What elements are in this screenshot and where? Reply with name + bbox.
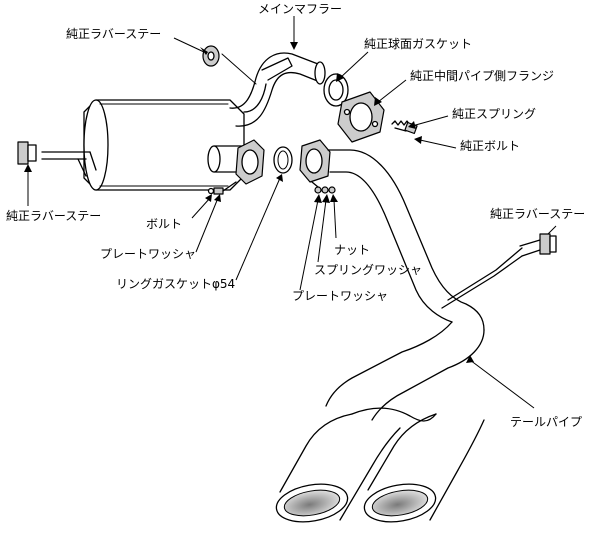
label-ball-gasket: 純正球面ガスケット	[364, 37, 472, 51]
mid-pipe-flange-part	[337, 91, 385, 143]
label-rubber-stay-top: 純正ラバーステー	[66, 27, 161, 41]
ring-gasket-part	[273, 146, 293, 174]
label-plate-washer-left: プレートワッシャ	[100, 247, 196, 261]
label-bolt: ボルト	[146, 217, 182, 231]
ball-gasket-part	[323, 73, 349, 107]
label-main-muffler: メインマフラー	[258, 2, 342, 16]
bolt-washer-left-hardware	[207, 181, 237, 195]
label-rubber-stay-left: 純正ラバーステー	[6, 209, 101, 223]
label-bolt-stock: 純正ボルト	[460, 139, 520, 153]
dual-tail-tips	[275, 321, 485, 523]
flange-left	[235, 139, 265, 185]
label-ring-gasket: リングガスケットφ54	[116, 277, 235, 291]
label-tail-pipe: テールパイプ	[510, 415, 582, 429]
flange-right	[299, 139, 331, 183]
leader-lines	[24, 16, 557, 409]
label-rubber-stay-right: 純正ラバーステー	[490, 207, 585, 221]
label-spring-washer: スプリングワッシャ	[314, 263, 422, 277]
label-spring: 純正スプリング	[452, 107, 536, 121]
label-plate-washer-right: プレートワッシャ	[292, 289, 388, 303]
mid-pipe	[221, 52, 326, 127]
rubber-stay-top-part	[202, 45, 220, 67]
main-muffler	[41, 99, 247, 191]
label-mid-pipe-flange: 純正中間パイプ側フランジ	[410, 68, 554, 83]
label-nut: ナット	[334, 243, 370, 257]
spring-part	[391, 120, 411, 126]
nut-washer-right-hardware	[311, 181, 336, 194]
tail-pipe-part	[327, 149, 557, 331]
rubber-stay-left-part	[17, 141, 37, 165]
